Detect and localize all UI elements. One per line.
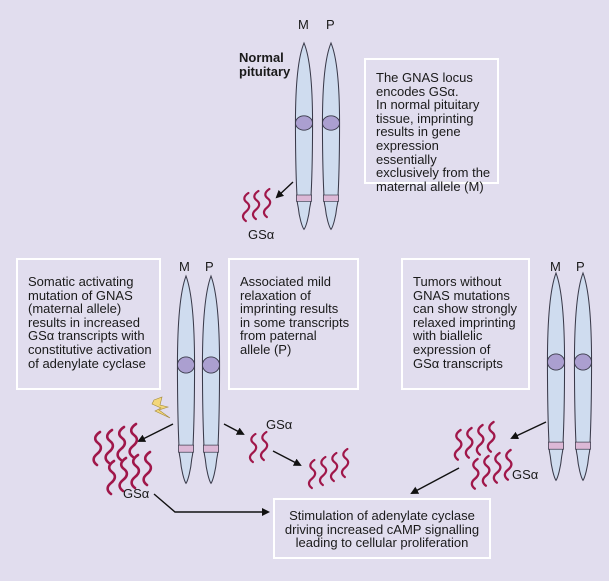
info-line: relaxed imprinting (413, 314, 516, 330)
mutation-m-arrow (137, 423, 174, 442)
info-line: GSα transcripts with (28, 328, 145, 344)
info-line: from paternal (240, 328, 317, 344)
mutation-p-amplify-arrow (272, 450, 302, 466)
normal-pituitary-title: Normal pituitary (239, 51, 290, 79)
info-line: In normal pituitary (376, 97, 480, 113)
mutation-bolt-icon (151, 396, 171, 419)
tumor-allele-p-label: P (576, 259, 585, 274)
info-line: tissue, imprinting (376, 110, 474, 126)
normal-allele-p-label: P (326, 17, 335, 32)
outcome-line: driving increased cAMP signalling (284, 521, 480, 537)
info-line: (maternal allele) (28, 301, 122, 317)
info-line: with biallelic (413, 328, 483, 344)
tumor-to-outcome-connector (410, 467, 460, 494)
mutation-info-box: Somatic activating mutation of GNAS (mat… (16, 258, 161, 390)
info-line: relaxation of (240, 287, 311, 303)
info-line: GSα transcripts (413, 355, 503, 371)
tumor-gsa-label: GSα (512, 467, 539, 482)
normal-chromosome-m (294, 42, 314, 230)
mutation-to-outcome-connector (153, 493, 270, 516)
mutation-m-gsa-label: GSα (123, 486, 150, 501)
info-line: allele (P) (240, 341, 292, 357)
normal-chromosome-p (321, 42, 341, 230)
tumor-info-box: Tumors without GNAS mutations can show s… (401, 258, 530, 390)
info-line: imprinting results (240, 301, 339, 317)
info-line: Tumors without (413, 274, 502, 289)
info-line: GNAS mutations (413, 287, 510, 303)
normal-title-line: Normal (239, 50, 284, 65)
info-line: can show strongly (413, 301, 518, 317)
info-line: results in gene (376, 124, 461, 140)
mutation-allele-p-label: P (205, 259, 214, 274)
mutation-chromosome-p (201, 275, 221, 484)
mutation-allele-m-label: M (179, 259, 190, 274)
tumor-info-text: Tumors without GNAS mutations can show s… (413, 275, 517, 370)
outcome-line: Stimulation of adenylate cyclase (289, 508, 475, 523)
info-line: Associated mild (240, 274, 332, 289)
normal-gsa-label: GSα (248, 227, 275, 242)
normal-info-box: The GNAS locus encodes GSα. In normal pi… (364, 58, 499, 193)
mutation-relaxation-box: Associated mild relaxation of imprinting… (228, 258, 359, 390)
tumor-chromosome-p (573, 272, 593, 481)
info-line: Somatic activating (28, 274, 134, 289)
mutation-p-transcripts (248, 430, 269, 464)
mutation-chromosome-m (176, 275, 196, 484)
info-line: maternal allele (M) (376, 178, 484, 194)
tumor-expression-arrow (510, 421, 547, 440)
info-line: expression essentially (376, 137, 439, 167)
info-line: constitutive activation (28, 341, 152, 357)
info-line: expression of (413, 341, 491, 357)
mutation-m-transcripts (92, 422, 153, 496)
info-line: The GNAS locus (376, 70, 473, 85)
info-line: exclusively from the (376, 165, 491, 181)
mutation-p-gsa-label: GSα (266, 417, 293, 432)
info-line: encodes GSα. (376, 83, 459, 99)
normal-title-line: pituitary (239, 64, 291, 79)
outcome-text: Stimulation of adenylate cyclase driving… (275, 500, 489, 550)
normal-allele-m-label: M (298, 17, 309, 32)
info-line: results in increased (28, 314, 140, 330)
normal-expression-arrow (275, 181, 294, 199)
tumor-transcripts (453, 420, 513, 490)
mutation-p-amplified-transcripts (307, 447, 350, 490)
normal-transcripts (241, 187, 272, 223)
tumor-allele-m-label: M (550, 259, 561, 274)
mutation-relaxation-text: Associated mild relaxation of imprinting… (240, 275, 349, 357)
mutation-info-text: Somatic activating mutation of GNAS (mat… (28, 275, 152, 370)
info-line: of adenylate cyclase (28, 355, 146, 371)
tumor-chromosome-m (546, 272, 566, 481)
mutation-p-arrow (223, 423, 245, 435)
info-line: mutation of GNAS (28, 287, 133, 303)
normal-info-text: The GNAS locus encodes GSα. In normal pi… (376, 71, 497, 193)
info-line: in some transcripts (240, 314, 350, 330)
outcome-box: Stimulation of adenylate cyclase driving… (273, 498, 491, 559)
outcome-line: leading to cellular proliferation (295, 535, 469, 551)
